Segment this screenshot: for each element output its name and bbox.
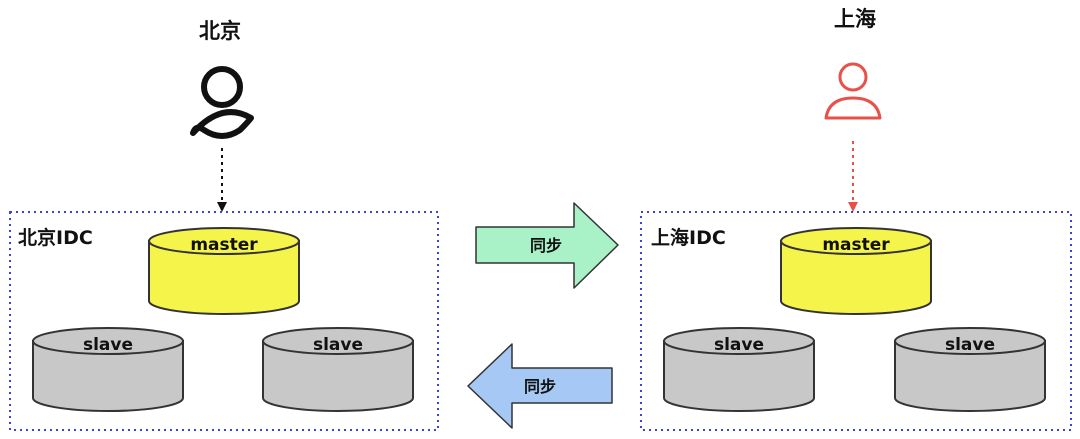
beijing-master-db: master (148, 227, 300, 315)
shanghai-city-label: 上海 (834, 7, 876, 31)
shanghai-idc-label: 上海IDC (651, 226, 726, 249)
beijing-slave-left-label: slave (83, 335, 133, 355)
shanghai-slave-left-label: slave (714, 335, 764, 355)
beijing-user-icon (190, 66, 254, 139)
sync-left-arrow: 同步 (467, 343, 613, 429)
sync-right-arrow: 同步 (475, 202, 619, 289)
beijing-slave-right-db: slave (262, 327, 414, 412)
shanghai-slave-right-label: slave (945, 335, 995, 355)
beijing-idc-box (9, 211, 439, 431)
beijing-slave-left-db: slave (32, 327, 184, 412)
beijing-master-label: master (190, 235, 258, 255)
sync-left-label: 同步 (524, 377, 556, 396)
beijing-idc-label: 北京IDC (18, 226, 93, 249)
sync-right-label: 同步 (530, 236, 562, 255)
shanghai-slave-left-db: slave (663, 327, 815, 412)
shanghai-master-label: master (822, 235, 890, 255)
shanghai-slave-right-db: slave (894, 327, 1046, 412)
shanghai-master-db: master (780, 227, 932, 315)
beijing-city-label: 北京 (199, 19, 241, 43)
shanghai-user-icon (824, 62, 882, 120)
beijing-slave-right-label: slave (313, 335, 363, 355)
